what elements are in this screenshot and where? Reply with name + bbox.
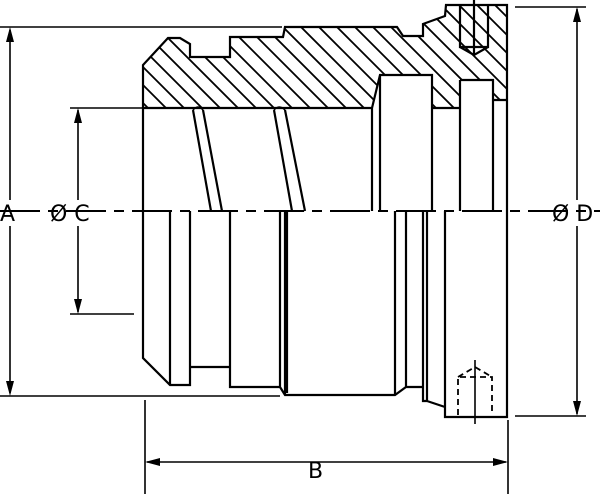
hatch-line <box>183 5 305 108</box>
hatch-line <box>435 5 507 108</box>
hatch-line <box>147 5 269 108</box>
bore-profile-top <box>143 73 507 211</box>
thread-lines <box>191 109 307 212</box>
hatch-line <box>580 0 600 120</box>
part-outline-top <box>141 3 509 211</box>
hatch-line <box>219 5 341 108</box>
hatch-line <box>255 5 377 108</box>
hatch-line <box>143 5 215 108</box>
hatch-line <box>508 0 600 120</box>
hatch-line <box>544 0 600 120</box>
hatch-line <box>237 5 359 108</box>
part-outline-bottom <box>141 211 509 419</box>
hatch-line <box>562 0 600 120</box>
dimension-b: B <box>144 400 509 494</box>
set-screw <box>458 0 490 57</box>
dimension-a-label: A <box>0 202 15 227</box>
dimension-a: A <box>0 26 282 397</box>
hatch-line <box>453 5 507 108</box>
dimension-c: Ø C <box>50 107 143 315</box>
hatch-line <box>165 5 287 108</box>
thread-crests <box>192 106 286 111</box>
dimension-d-label: Ø D <box>552 202 593 227</box>
hatch-line <box>143 5 233 108</box>
dimension-b-label: B <box>308 459 323 484</box>
dimension-c-label: Ø C <box>50 202 90 227</box>
hatch-line <box>143 5 179 108</box>
hatch-line <box>526 0 600 120</box>
hatch-line <box>363 5 485 108</box>
hatch-line <box>291 5 413 108</box>
hatch-line <box>345 5 467 108</box>
hatch-line <box>471 5 507 108</box>
hatch-line <box>309 5 431 108</box>
hatch-line <box>327 5 449 108</box>
hatch-line <box>143 5 197 108</box>
hatch-line <box>417 5 507 108</box>
section-hatching <box>143 0 600 120</box>
hatch-line <box>273 5 395 108</box>
dimension-d: Ø D <box>515 6 593 417</box>
hatch-line <box>201 5 323 108</box>
